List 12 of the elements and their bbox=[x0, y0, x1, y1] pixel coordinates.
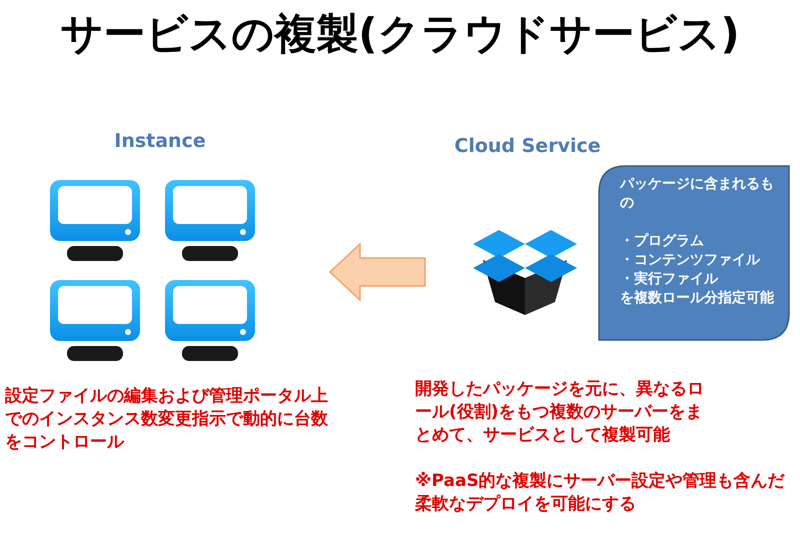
note-text: 開発したパッケージを元に、異なるロール(役割)をもつ複数のサーバーをまとめて、サービスとして複製可能 bbox=[415, 378, 705, 447]
callout-text: ・実行ファイル bbox=[620, 270, 720, 289]
group-heading: Cloud Service bbox=[453, 135, 602, 157]
note-text: 設定ファイルの編集および管理ポータル上でのインスタンス数変更指示で動的に台数をコントロール bbox=[5, 385, 329, 454]
title: サービスの複製(クラウドサービス) bbox=[59, 8, 741, 60]
callout-text: を複数ロール分指定可能 bbox=[620, 289, 775, 308]
group-heading: Instance bbox=[113, 130, 207, 152]
callout-text: ・プログラム bbox=[620, 232, 705, 251]
callout-text: ・コンテンツファイル bbox=[620, 251, 762, 270]
note-text: ※PaaS的な複製にサーバー設定や管理も含んだ柔軟なデプロイを可能にする bbox=[415, 470, 786, 516]
callout-heading: パッケージに含まれるもの bbox=[620, 175, 775, 213]
block-arrow bbox=[328, 242, 426, 302]
